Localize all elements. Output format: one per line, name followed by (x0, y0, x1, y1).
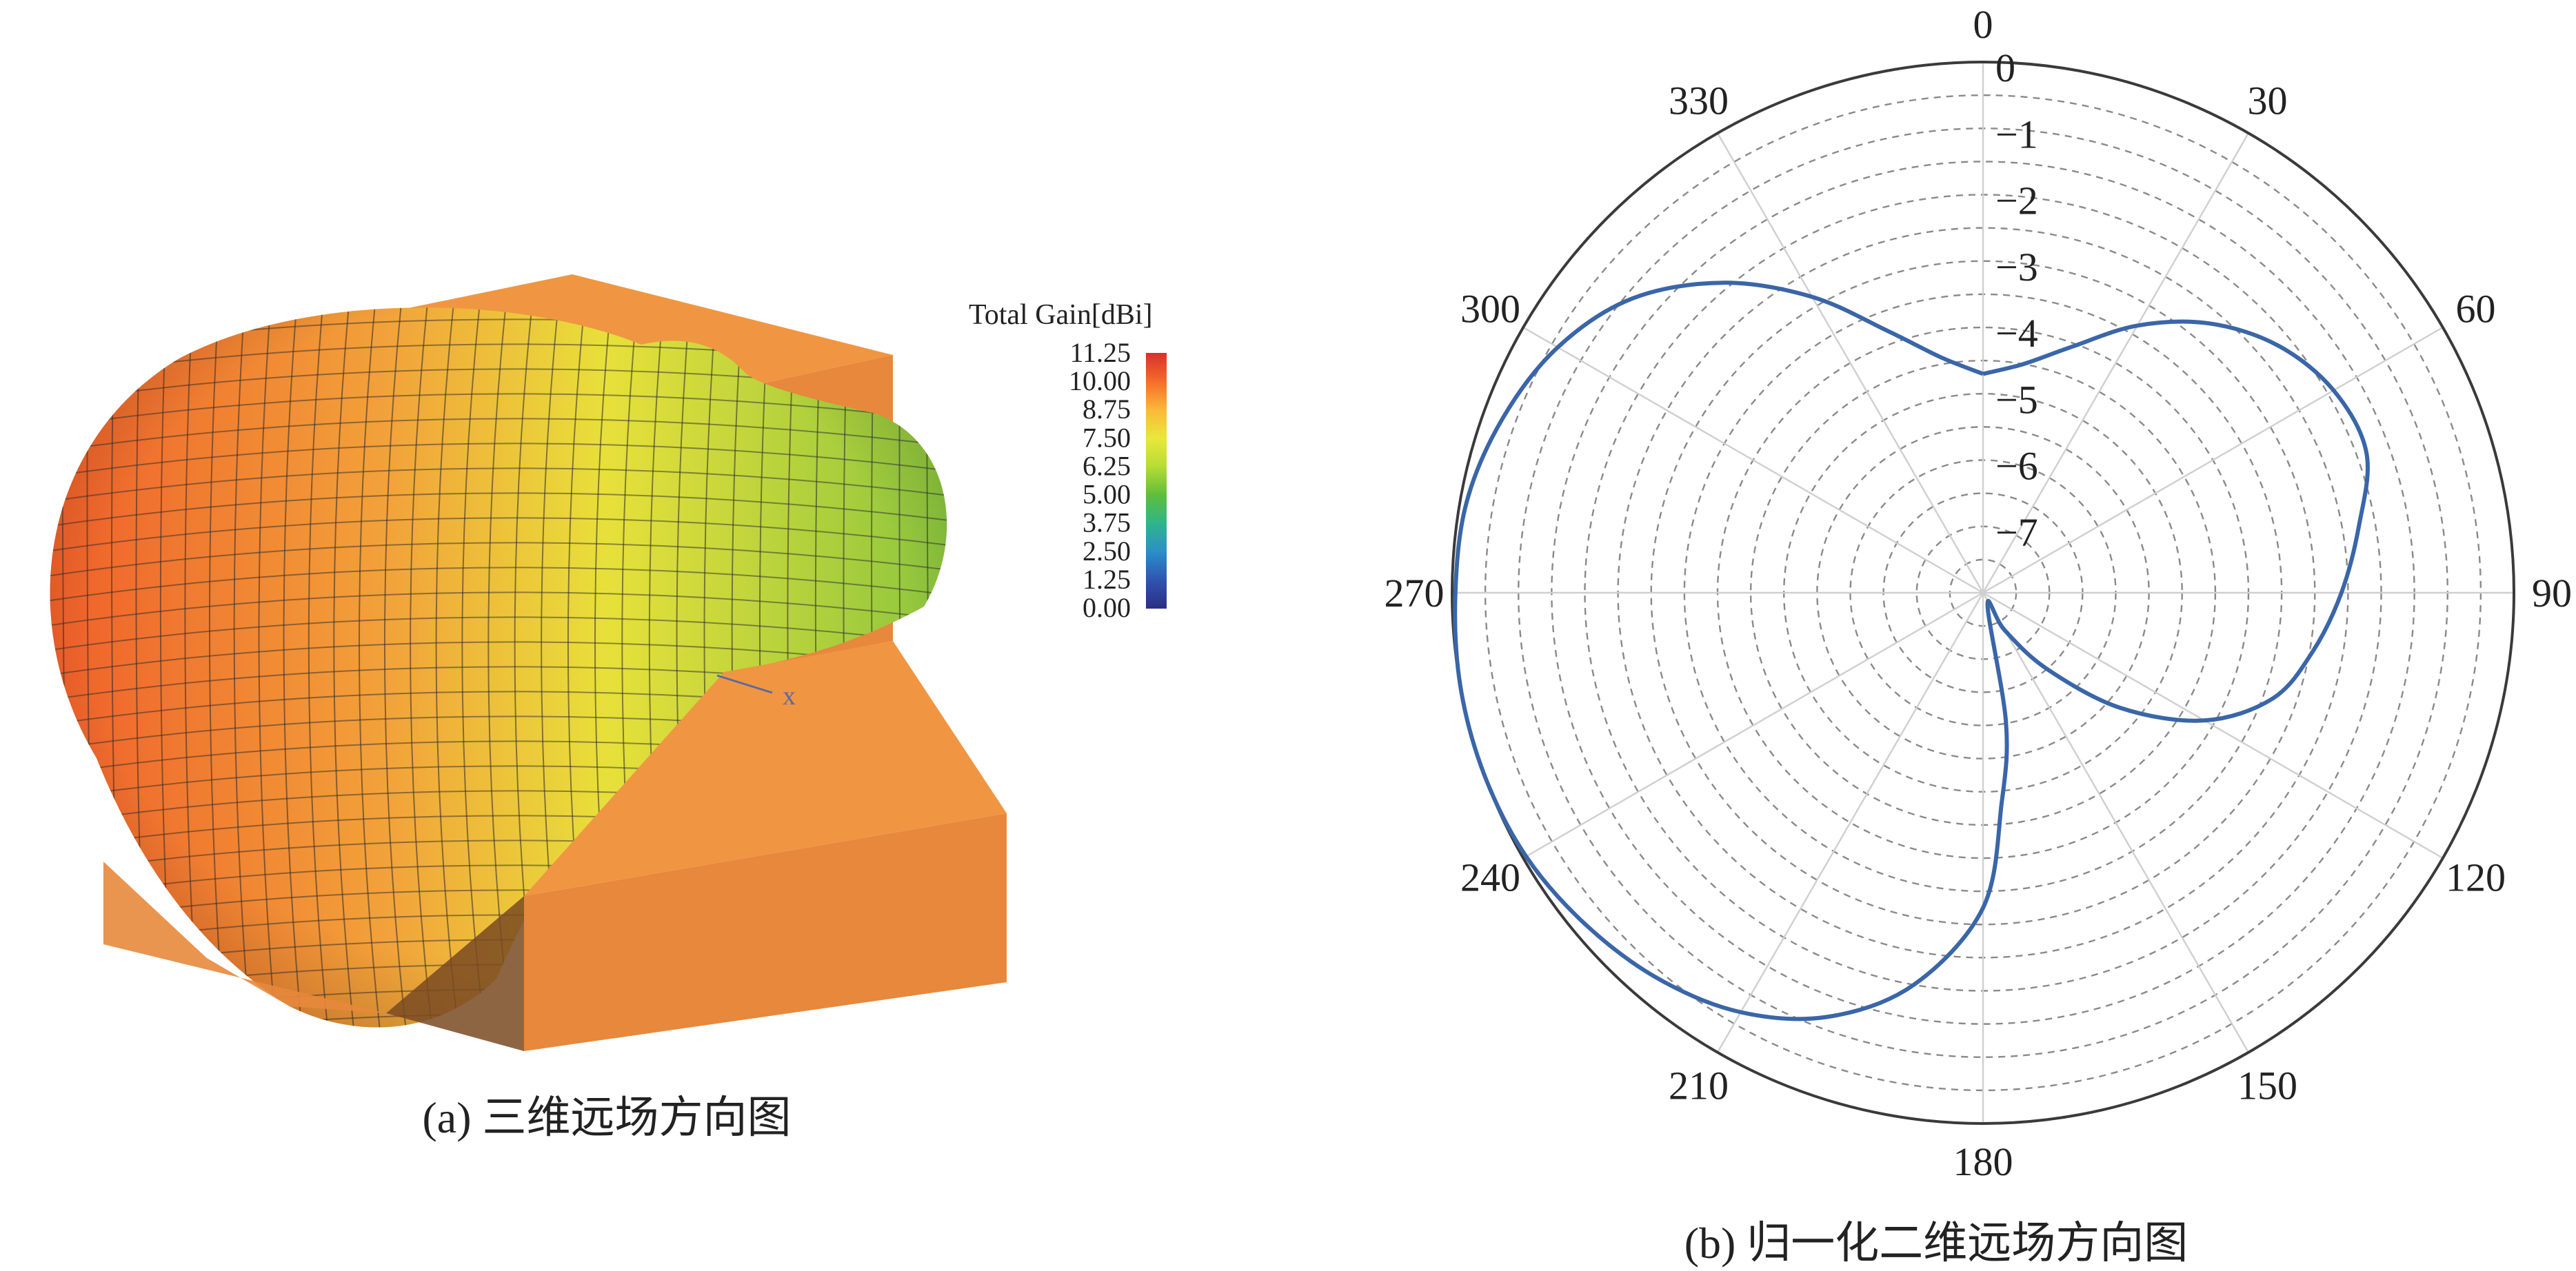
front-box-shadow (386, 896, 524, 1051)
colorbar-segment (1146, 522, 1167, 552)
colorbar: 11.2510.008.757.506.255.003.752.501.250.… (1069, 337, 1167, 623)
radial-tick-label: −7 (1995, 510, 2038, 555)
mesh-meridian (383, 307, 410, 1028)
mesh-meridian (333, 307, 358, 1028)
angle-tick-label: 0 (1973, 2, 1993, 47)
colorbar-segment (1146, 353, 1167, 383)
front-box-front (524, 813, 1007, 1051)
mesh-parallel (50, 591, 947, 629)
angle-spoke (1716, 132, 1984, 593)
mesh-meridian (308, 307, 332, 1028)
mesh-parallel (50, 567, 947, 604)
angle-tick-label: 60 (2455, 287, 2495, 332)
radial-tick-label: −5 (1995, 377, 2038, 422)
radial-tick-label: −3 (1995, 245, 2038, 289)
colorbar-segment (1146, 579, 1167, 609)
angle-tick-label: 240 (1460, 855, 1520, 900)
panel-polar-pattern: 0 −1 −2 −3 −4 −5 −6 −7 0 30 60 90 120 150 180 210 240 27… (1296, 0, 2576, 1271)
angle-tick-label: 270 (1385, 571, 1445, 616)
colorbar-tick-label: 1.25 (1083, 564, 1131, 595)
front-box-top (524, 641, 1007, 896)
colorbar-tick-label: 2.50 (1083, 536, 1131, 567)
pattern-3d-illustration: x Total Gain[dBi] 11.2510.008.757.506.25… (50, 274, 1167, 1051)
x-axis-line (716, 674, 773, 694)
mesh-meridian (410, 307, 436, 1028)
mesh-meridian (435, 307, 463, 1028)
colorbar-tick-label: 0.00 (1083, 592, 1131, 623)
colorbar-tick-label: 5.00 (1083, 479, 1131, 510)
colorbar-tick-label: 10.00 (1069, 365, 1131, 396)
angle-tick-labels: 0 30 60 90 120 150 180 210 240 270 300 330 (1385, 2, 2573, 1184)
pattern-curve (1453, 281, 2370, 1021)
radial-tick-label: 0 (1995, 45, 2015, 90)
mesh-parallel (50, 467, 947, 505)
x-axis-label: x (783, 682, 796, 711)
colorbar-segment (1146, 381, 1167, 411)
colorbar-tick-label: 8.75 (1083, 394, 1131, 425)
mesh-parallel (50, 542, 947, 580)
caption-a: (a) 三维远场方向图 (422, 1093, 792, 1142)
colorbar-tick-label: 11.25 (1069, 337, 1131, 368)
angle-spoke (1522, 591, 1984, 860)
angle-spoke (1982, 592, 2250, 1053)
mesh-parallel (50, 517, 947, 555)
colorbar-tick-label: 6.25 (1083, 450, 1131, 481)
colorbar-tick-label: 3.75 (1083, 507, 1131, 538)
angle-spoke (1982, 591, 2444, 860)
mesh-meridian (208, 307, 227, 1028)
caption-b: (b) 归一化二维远场方向图 (1684, 1219, 2188, 1268)
colorbar-segment (1146, 494, 1167, 524)
angle-spoke (1716, 592, 1984, 1053)
angle-tick-label: 150 (2237, 1063, 2297, 1108)
angle-spoke (1982, 326, 2444, 594)
colorbar-segment (1146, 551, 1167, 580)
colorbar-segment (1146, 438, 1167, 467)
radial-tick-label: −6 (1995, 444, 2038, 489)
radial-tick-label: −2 (1995, 179, 2038, 223)
angle-tick-label: 180 (1953, 1139, 2013, 1184)
mesh-meridian (233, 307, 253, 1028)
mesh-parallel (50, 492, 947, 530)
colorbar-title: Total Gain[dBi] (969, 299, 1153, 331)
radial-tick-label: −1 (1995, 112, 2038, 156)
left-box-base (103, 862, 386, 1013)
polar-spokes (1452, 62, 2514, 1123)
mesh-meridian (359, 307, 384, 1028)
colorbar-segment (1146, 466, 1167, 496)
mesh-parallel (50, 418, 947, 456)
polar-chart: 0 −1 −2 −3 −4 −5 −6 −7 0 30 60 90 120 150 180 210 240 27… (1385, 2, 2573, 1184)
colorbar-tick-label: 7.50 (1083, 422, 1131, 453)
angle-tick-label: 30 (2248, 79, 2288, 123)
radial-tick-label: −4 (1995, 311, 2038, 356)
angle-spoke (1522, 326, 1984, 594)
mesh-parallel (50, 393, 947, 431)
angle-spoke (1982, 132, 2250, 593)
angle-tick-label: 90 (2532, 571, 2572, 616)
angle-tick-label: 120 (2446, 855, 2506, 900)
mesh-parallel (50, 616, 947, 654)
angle-tick-label: 300 (1460, 287, 1520, 332)
colorbar-segment (1146, 409, 1167, 439)
angle-tick-label: 210 (1669, 1063, 1729, 1108)
radial-tick-labels: 0 −1 −2 −3 −4 −5 −6 −7 (1995, 45, 2038, 555)
mesh-parallel (50, 443, 947, 480)
mesh-meridian (283, 307, 305, 1028)
angle-tick-label: 330 (1669, 79, 1729, 123)
polar-outer-ring (1451, 61, 2515, 1125)
